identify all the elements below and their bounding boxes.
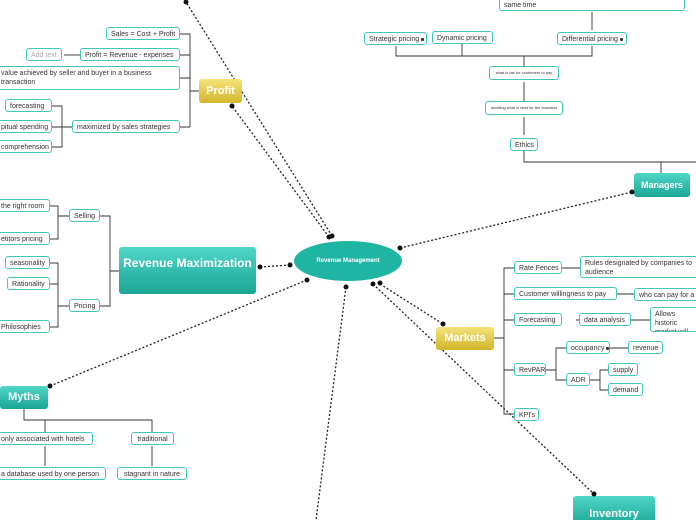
- fair-to-pay-node[interactable]: what is fair for customers to pay: [489, 66, 559, 80]
- add-text-node[interactable]: Add text: [26, 48, 62, 61]
- profit-formula-node[interactable]: Profit = Revenue - expenses: [80, 48, 180, 61]
- differential-pricing-label: Differential pricing: [562, 36, 618, 43]
- managers-topic[interactable]: Managers: [634, 173, 690, 197]
- same-time-node[interactable]: same time: [499, 0, 685, 11]
- profit-topic[interactable]: Profit: [199, 79, 242, 103]
- myths-topic[interactable]: Myths: [0, 386, 48, 409]
- strategic-pricing-label: Strategic pricing: [369, 36, 420, 43]
- best-for-business-node[interactable]: deciding what is best for the business: [485, 101, 563, 115]
- forecasting-markets-node[interactable]: Forecasting: [514, 313, 562, 326]
- comprehension-node[interactable]: comprehension: [0, 140, 52, 153]
- philosophies-node[interactable]: Philosophies: [0, 320, 50, 333]
- profit-definition-node[interactable]: value achieved by seller and buyer in a …: [0, 66, 180, 90]
- dynamic-pricing-node[interactable]: Dynamic pricing: [432, 31, 493, 44]
- spending-node[interactable]: pitual spending: [0, 120, 52, 133]
- myth-hotels-node[interactable]: only associated with hotels: [0, 432, 93, 445]
- data-analysis-node[interactable]: data analysis: [579, 313, 631, 326]
- myth-database-node[interactable]: a database used by one person: [0, 467, 106, 480]
- note-marker-icon: [421, 37, 425, 41]
- rate-fences-rules-node[interactable]: Rules designated by companies to audienc…: [580, 256, 696, 278]
- adr-node[interactable]: ADR: [566, 373, 590, 386]
- demand-node[interactable]: demand: [608, 383, 643, 396]
- revenue-node[interactable]: revenue: [628, 341, 663, 354]
- rate-fences-node[interactable]: Rate Fences: [514, 261, 562, 274]
- selling-node[interactable]: Selling: [69, 209, 100, 222]
- strategic-pricing-node[interactable]: Strategic pricing: [364, 32, 427, 45]
- kpis-node[interactable]: KPI's: [514, 408, 539, 421]
- myth-traditional-node[interactable]: traditional: [131, 432, 174, 445]
- who-can-pay-node[interactable]: who can pay for a: [634, 288, 696, 301]
- occupancy-label: occupancy: [571, 345, 605, 352]
- ethics-node[interactable]: Ethics: [510, 138, 538, 151]
- maximized-strategies-node[interactable]: maximized by sales strategies: [72, 120, 180, 133]
- supply-node[interactable]: supply: [608, 363, 638, 376]
- forecasting-node[interactable]: forecasting: [5, 99, 52, 112]
- central-topic[interactable]: Revenue Management: [294, 241, 402, 281]
- historic-market-node[interactable]: Allows historic market will look: [650, 307, 696, 332]
- occupancy-node[interactable]: occupancy: [566, 341, 610, 354]
- differential-pricing-node[interactable]: Differential pricing: [557, 32, 627, 45]
- seasonality-node[interactable]: seasonality: [5, 256, 50, 269]
- right-room-node[interactable]: the right room: [0, 199, 50, 212]
- sales-formula-node[interactable]: Sales = Cost + Profit: [106, 27, 180, 40]
- myth-stagnant-node[interactable]: stagnant in nature: [117, 467, 187, 480]
- willingness-to-pay-node[interactable]: Customer willingness to pay: [514, 287, 617, 300]
- pricing-node[interactable]: Pricing: [69, 299, 100, 312]
- competitors-pricing-node[interactable]: etitors pricing: [0, 232, 50, 245]
- rationality-node[interactable]: Rationality: [7, 277, 50, 290]
- inventory-topic[interactable]: Inventory: [573, 496, 655, 520]
- note-marker-icon: [619, 37, 623, 41]
- revpar-node[interactable]: RevPAR: [514, 363, 546, 376]
- markets-topic[interactable]: Markets: [436, 327, 494, 350]
- revenue-maximization-topic[interactable]: Revenue Maximization: [119, 247, 256, 294]
- note-marker-icon: [606, 346, 609, 350]
